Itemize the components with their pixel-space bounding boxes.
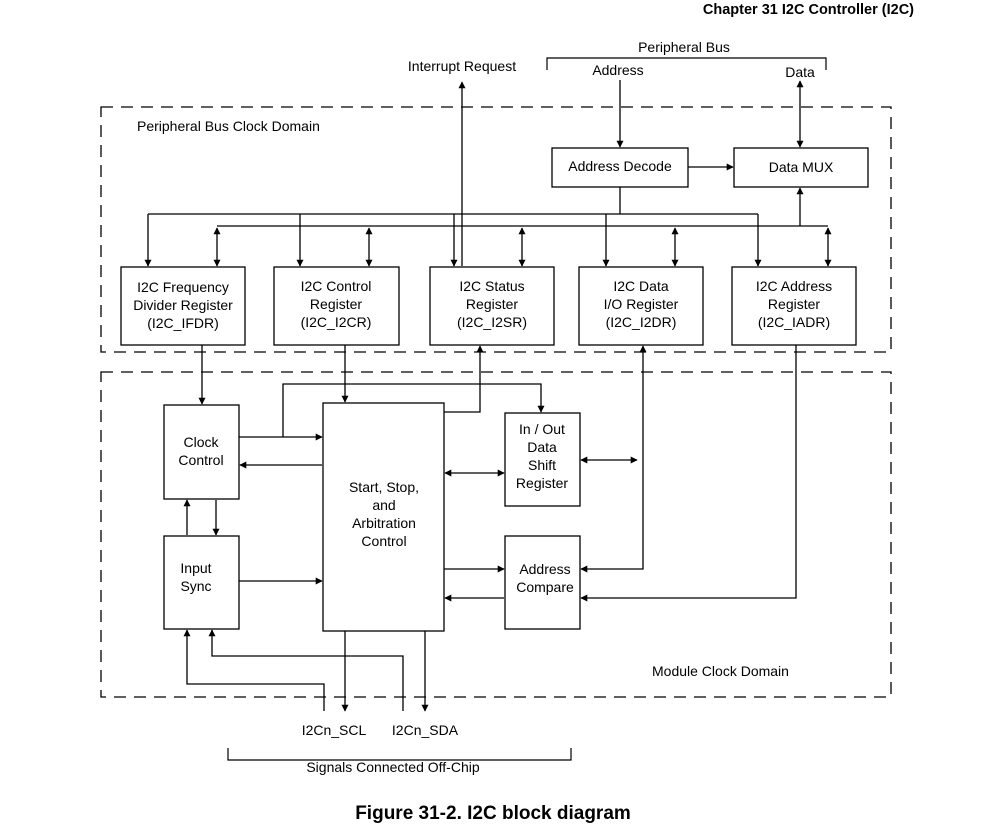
address-compare-label-line: Address [519,561,570,577]
off-chip-bracket [227,748,572,761]
i2cr-label-line: I2C Control [301,278,372,294]
interrupt-request-label: Interrupt Request [408,58,516,74]
iadr-label-line: Register [768,296,820,312]
i2dr-label-line: I2C Data [613,278,668,294]
address-label: Address [592,62,643,78]
clock-control-label-line: Control [178,452,223,468]
i2dr-label-line: I/O Register [604,296,679,312]
i2sr-label-line: I2C Status [459,278,524,294]
i2sr-label-line: Register [466,296,518,312]
peripheral-bus-bracket [546,57,827,70]
start-stop-label-line: Arbitration [352,515,416,531]
data-mux-label: Data MUX [769,159,834,175]
address-decode-label-line: Address Decode [568,158,672,174]
module-clock-domain-label: Module Clock Domain [652,663,789,679]
i2sr-label-line: (I2C_I2SR) [457,314,527,330]
start-stop-arbitration-block [322,402,445,632]
i2dr-label-line: (I2C_I2DR) [606,314,677,330]
shift-register-label-line: Register [516,475,568,491]
ifdr-label-line: I2C Frequency [137,279,229,295]
clock-control-label-line: Clock [183,434,219,450]
iadr-register-block [731,266,857,346]
input-sync-label-line: Sync [180,578,211,594]
iadr-label-line: I2C Address [756,278,832,294]
ifdr-label-line: Divider Register [133,297,233,313]
start-stop-label-line: and [372,497,395,513]
peripheral-bus-label: Peripheral Bus [638,39,730,55]
iadr-label-line: (I2C_IADR) [758,314,830,330]
address-compare-label-line: Compare [516,579,574,595]
start-stop-label-line: Start, Stop, [349,479,419,495]
ifdr-label-line: (I2C_IFDR) [147,315,219,331]
data-mux-block [733,147,869,188]
peripheral-bus-clock-domain-label: Peripheral Bus Clock Domain [137,118,320,134]
i2dr-register-block [578,266,704,346]
scl-signal-label: I2Cn_SCL [302,722,367,738]
input-sync-label-line: Input [180,560,211,576]
address-decode-label: Address Decode [568,158,672,174]
i2cr-label-line: (I2C_I2CR) [301,314,372,330]
data-label: Data [785,64,815,80]
input-sync-block [163,535,240,630]
peripheral-bus-clock-domain-boundary [100,106,892,353]
shift-register-label-line: Data [527,439,557,455]
i2sr-register-block [429,266,555,346]
shift-register-block [504,412,581,507]
address-decode-block [551,147,689,188]
sda-signal-label: I2Cn_SDA [392,722,459,738]
figure-caption: Figure 31-2. I2C block diagram [355,803,631,824]
clock-control-block [163,404,240,500]
shift-register-label-line: Shift [528,457,556,473]
chapter-header: Chapter 31 I2C Controller (I2C) [702,2,914,18]
ifdr-register-block [120,266,246,346]
connections [144,80,832,712]
off-chip-signals-label: Signals Connected Off-Chip [306,759,479,775]
module-clock-domain-boundary [100,371,892,698]
address-compare-block [504,535,581,630]
start-stop-label-line: Control [361,533,406,549]
i2cr-register-block [273,266,400,346]
data-mux-label-line: Data MUX [769,159,834,175]
i2cr-label-line: Register [310,296,362,312]
shift-register-label-line: In / Out [519,421,565,437]
